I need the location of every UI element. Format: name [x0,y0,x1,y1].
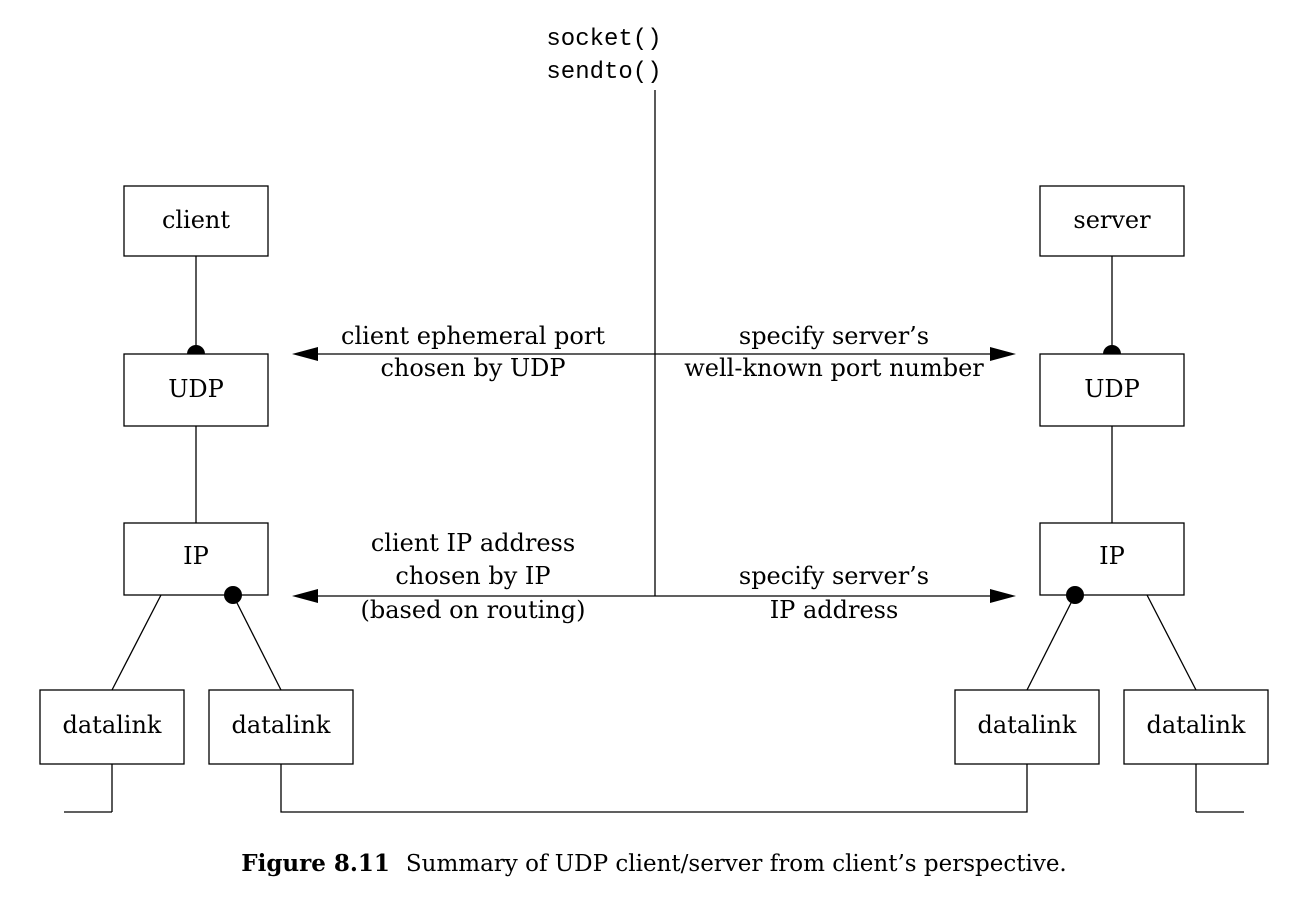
port-arrow-right-head [990,347,1016,361]
server-udp-box [1039,353,1185,427]
client-port-annotation-line2: chosen by UDP [380,354,565,382]
client-ip-label: IP [183,542,209,570]
client-ip-box [123,522,269,596]
client-datalink-1-box [39,689,185,765]
server-datalink-2-box [1123,689,1269,765]
client-ip-datalink1-link [111,594,162,691]
figure-caption-text: Summary of UDP client/server from client… [406,851,1067,877]
server-port-annotation-line2: well-known port number [684,354,984,382]
server-ip-annotation-line1: specify server’s [739,562,929,590]
server-port-annotation-line1: specify server’s [739,322,929,350]
client-label: client [162,206,230,234]
client-datalink-1-label: datalink [63,711,162,739]
socket-call-label: socket() [546,26,661,53]
sendto-call-label: sendto() [546,59,661,86]
ip-arrow-left-head [292,589,318,603]
server-ip-datalink2-link [1146,594,1197,691]
client-ip-datalink2-link [232,594,282,691]
server-box [1039,185,1185,257]
client-udp-label: UDP [168,375,224,403]
server-datalink-1-label: datalink [978,711,1077,739]
server-ip-label: IP [1099,542,1125,570]
shared-network-line [280,764,1028,813]
ip-arrow-right-head [990,589,1016,603]
client-datalink-2-box [208,689,354,765]
client-udp-box [123,353,269,427]
server-ip-annotation-line2: IP address [770,596,899,624]
port-arrow-left-head [292,347,318,361]
client-ip-annotation-line3: (based on routing) [361,596,586,624]
client-datalink-2-label: datalink [232,711,331,739]
server-datalink-2-label: datalink [1147,711,1246,739]
figure-caption: Figure 8.11 Summary of UDP client/server … [241,850,1067,877]
figure-caption-label: Figure 8.11 [241,850,390,877]
client-ip-annotation-line2: chosen by IP [395,562,550,590]
client-port-annotation-line1: client ephemeral port [341,322,605,350]
server-ip-box [1039,522,1185,596]
server-udp-label: UDP [1084,375,1140,403]
server-label: server [1073,206,1151,234]
client-ip-annotation-line1: client IP address [371,529,575,557]
server-ip-datalink1-link [1026,594,1076,691]
